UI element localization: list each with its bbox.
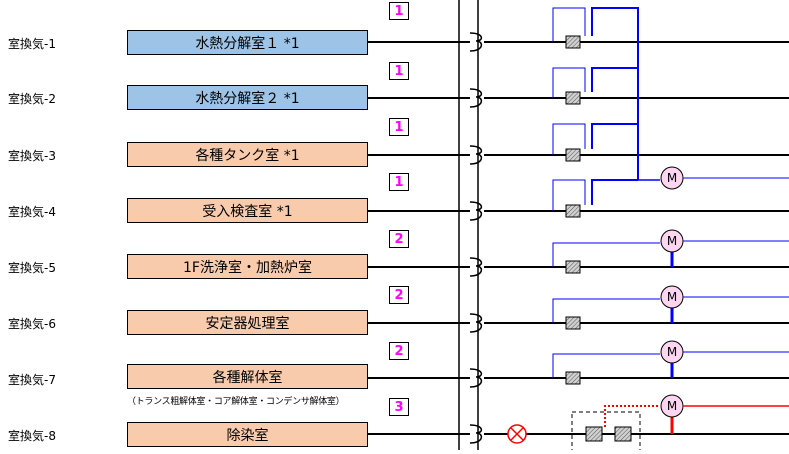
row-label-7: 室換気-7 <box>8 373 56 387</box>
tag-box-7: 2 <box>389 342 409 360</box>
damper-4 <box>565 204 581 218</box>
damper-5 <box>565 260 581 274</box>
room-box-3: 各種タンク室 *1 <box>127 142 368 167</box>
wire-crossover-7 <box>469 368 483 388</box>
row-label-5: 室換気-5 <box>8 261 56 275</box>
damper-8a <box>585 426 603 442</box>
damper-7 <box>565 371 581 385</box>
room-box-8: 除染室 <box>127 422 368 447</box>
motor-label-6: M <box>667 290 677 304</box>
signal-line-4 <box>552 179 586 211</box>
room-subnote: （トランス粗解体室・コア解体室・コンデンサ解体室） <box>127 397 345 407</box>
motor-label-7: M <box>667 345 677 359</box>
room-box-6: 安定器処理室 <box>127 310 368 335</box>
wire-crossover-6 <box>469 313 483 333</box>
damper-3 <box>565 148 581 162</box>
room-box-2: 水熱分解室２ *1 <box>127 85 368 110</box>
wire-crossover-1 <box>469 32 483 52</box>
wire-crossover-3 <box>469 145 483 165</box>
room-box-7: 各種解体室 <box>127 364 368 389</box>
tag-box-6: 2 <box>389 286 409 304</box>
signal-line-6 <box>552 298 660 323</box>
damper-2 <box>565 91 581 105</box>
motor-label-5: M <box>667 234 677 248</box>
tag-box-2: 1 <box>389 62 409 80</box>
tag-box-1: 1 <box>389 2 409 20</box>
damper-6 <box>565 316 581 330</box>
row-label-8: 室換気-8 <box>8 429 56 443</box>
row-label-4: 室換気-4 <box>8 205 56 219</box>
wire-crossover-8 <box>469 424 483 444</box>
control-line-3 <box>591 123 639 180</box>
tag-box-8: 3 <box>389 398 409 416</box>
motor-label-1: M <box>667 171 677 185</box>
wire-crossover-5 <box>469 257 483 277</box>
row-label-6: 室換気-6 <box>8 317 56 331</box>
signal-line-7 <box>552 353 660 378</box>
damper-1 <box>565 35 581 49</box>
row-label-2: 室換気-2 <box>8 92 56 106</box>
signal-line-5 <box>552 242 660 267</box>
signal-line-3 <box>552 123 586 155</box>
room-box-4: 受入検査室 *1 <box>127 198 368 223</box>
wire-crossover-4 <box>469 201 483 221</box>
tag-box-3: 1 <box>389 118 409 136</box>
room-box-5: 1F洗浄室・加熱炉室 <box>127 254 368 279</box>
red-signal-line <box>604 405 660 427</box>
row-label-3: 室換気-3 <box>8 149 56 163</box>
control-line-4 <box>591 179 638 205</box>
shutoff-valve-cross-b <box>510 427 524 441</box>
room-box-1: 水熱分解室１ *1 <box>127 30 368 55</box>
row-label-1: 室換気-1 <box>8 37 56 51</box>
damper-8b <box>614 426 632 442</box>
motor-label-8: M <box>667 399 677 413</box>
signal-line-2 <box>552 67 586 98</box>
wire-crossover-2 <box>469 88 483 108</box>
tag-box-5: 2 <box>389 230 409 248</box>
signal-line-1 <box>552 7 586 42</box>
tag-box-4: 1 <box>389 173 409 191</box>
